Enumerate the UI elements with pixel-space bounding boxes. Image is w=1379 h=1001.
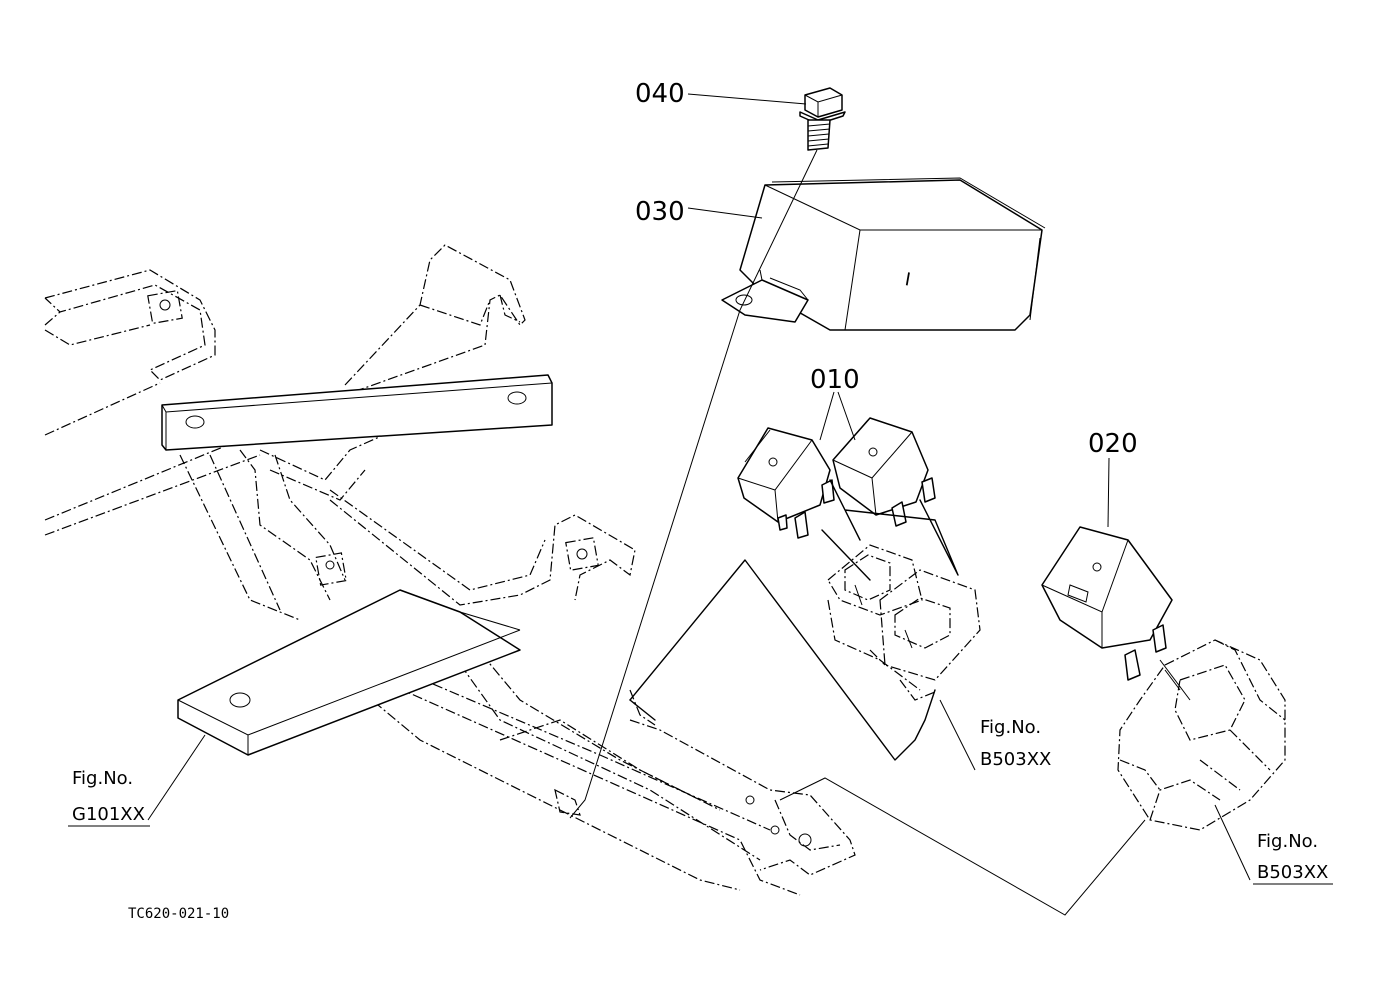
relay-020-socket [1117, 639, 1286, 831]
figref-b503-top-code: B503XX [980, 749, 1051, 770]
part-number-020: 020 [1088, 429, 1138, 459]
relay-010-right [832, 417, 936, 527]
bolt-040 [799, 87, 846, 151]
figref-g101-label: Fig.No. [72, 768, 133, 789]
part-number-010: 010 [810, 365, 860, 395]
flasher-mark: I [903, 269, 912, 291]
relay-020 [1041, 526, 1173, 681]
figref-b503-right-code: B503XX [1257, 862, 1328, 883]
relay-010-left [737, 427, 835, 539]
drawing-code: TC620-021-10 [128, 906, 229, 922]
mounting-frame [44, 244, 856, 896]
figref-b503-right-label: Fig.No. [1257, 831, 1318, 852]
figref-b503-top-label: Fig.No. [980, 717, 1041, 738]
leader-lines [147, 93, 1251, 916]
mounting-plates [161, 374, 553, 756]
figref-g101-code: G101XX [72, 804, 145, 825]
part-number-030: 030 [635, 197, 685, 227]
part-number-040: 040 [635, 79, 685, 109]
relay-sockets [827, 544, 981, 701]
flasher-unit-030: I [721, 177, 1046, 331]
